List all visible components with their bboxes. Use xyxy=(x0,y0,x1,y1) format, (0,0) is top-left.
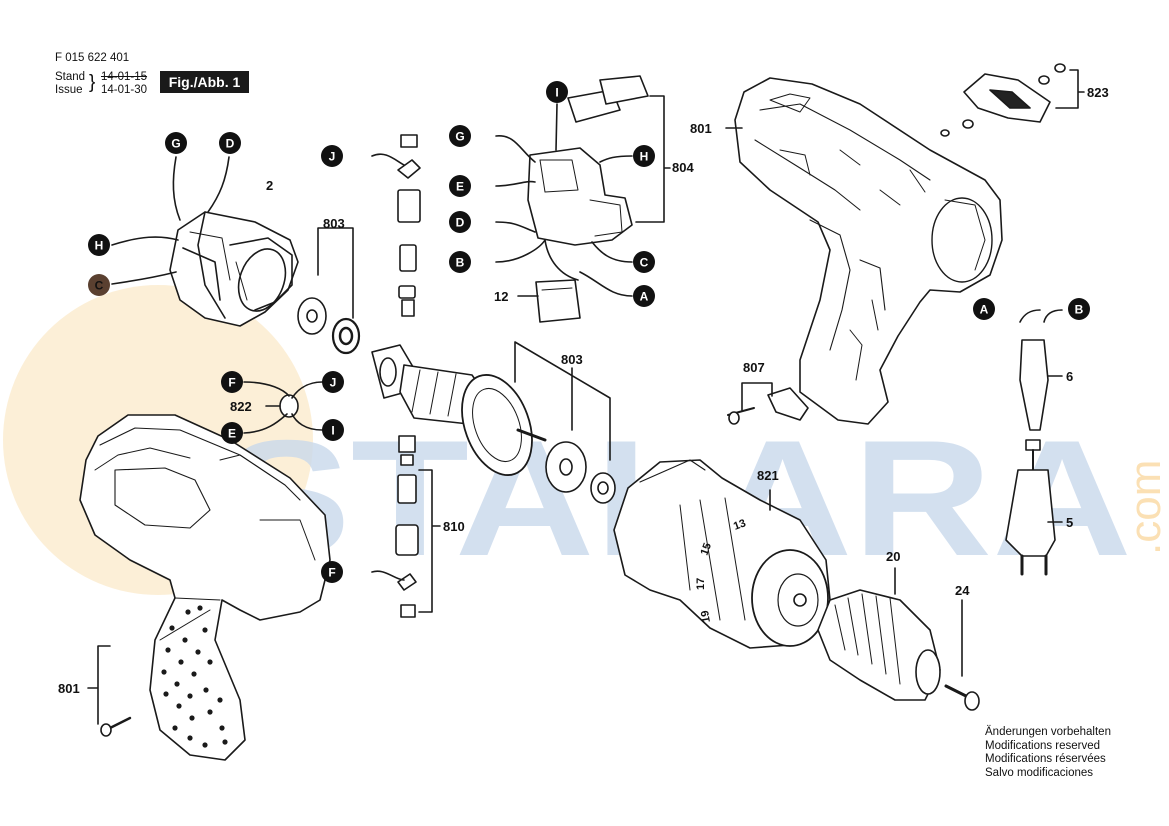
label-cord: 6 xyxy=(1066,369,1073,384)
note-de: Änderungen vorbehalten xyxy=(985,726,1111,738)
gear-mark-2: 15 xyxy=(699,541,714,557)
callout-f-lead-label: F xyxy=(228,376,235,390)
callout-a-cord xyxy=(973,298,995,320)
callout-i-lead-label: I xyxy=(331,424,334,438)
right-housing-part xyxy=(734,77,1003,425)
stand-date: 14-01-15 xyxy=(101,71,148,83)
part-number: F 015 622 401 xyxy=(55,52,130,64)
callout-i-switch xyxy=(546,81,568,103)
callout-i-lead xyxy=(322,419,344,441)
callout-c-motor-label: C xyxy=(95,279,104,293)
cord-part xyxy=(1019,309,1063,471)
label-screw: 24 xyxy=(955,583,970,598)
callout-c-switch xyxy=(633,251,655,273)
label-clamp: 807 xyxy=(743,360,765,375)
callout-e-switch-label: E xyxy=(456,180,464,194)
callout-g-switch-label: G xyxy=(455,130,464,144)
callout-b-switch xyxy=(449,251,471,273)
brush-column xyxy=(395,134,421,618)
label-brush-set: 810 xyxy=(443,519,465,534)
watermark-suffix: .com xyxy=(1121,460,1169,555)
callout-g-switch xyxy=(449,125,471,147)
label-bearing-mid: 803 xyxy=(561,352,583,367)
label-switch: 804 xyxy=(672,160,694,175)
callout-h-switch-label: H xyxy=(640,150,649,164)
gear-mark-1: 13 xyxy=(732,517,748,532)
callout-a-switch-label: A xyxy=(640,290,649,304)
label-housing-left: 801 xyxy=(58,681,80,696)
label-battery-cover: 823 xyxy=(1087,85,1109,100)
callout-d-motor xyxy=(219,132,241,154)
callout-j-lead xyxy=(322,371,344,393)
callout-a-cord-label: A xyxy=(980,303,989,317)
grip-dots xyxy=(161,605,228,748)
figure-label: Fig./Abb. 1 xyxy=(160,71,249,93)
callout-g-motor xyxy=(165,132,187,154)
plug-part xyxy=(1005,469,1056,576)
callout-e-switch xyxy=(449,175,471,197)
brace: } xyxy=(89,72,96,93)
housing-screw xyxy=(100,716,132,737)
callout-h-motor-label: H xyxy=(95,239,104,253)
callout-h-motor xyxy=(88,234,110,256)
clamp-part xyxy=(727,387,809,425)
callout-f-brush-label: F xyxy=(328,566,335,580)
callout-j-brush-label: J xyxy=(329,150,336,164)
callout-d-switch-label: D xyxy=(456,216,465,230)
stator-part xyxy=(169,211,299,327)
label-gearbox: 821 xyxy=(757,468,779,483)
callout-d-motor-label: D xyxy=(226,137,235,151)
switch-part xyxy=(527,75,649,323)
label-stator: 2 xyxy=(266,178,273,193)
note-en: Modifications reserved xyxy=(985,739,1101,752)
callout-c-switch-label: C xyxy=(640,256,649,270)
callout-e-lead xyxy=(221,422,243,444)
callout-g-motor-label: G xyxy=(171,137,180,151)
note-es: Salvo modificaciones xyxy=(985,766,1094,779)
issue-date: 14-01-30 xyxy=(101,84,148,96)
label-plug: 5 xyxy=(1066,515,1073,530)
left-housing-part xyxy=(79,414,331,761)
chuck-part xyxy=(817,589,941,701)
callout-c-motor xyxy=(88,274,110,296)
bearing-803-mid xyxy=(545,441,616,504)
callout-i-switch-label: I xyxy=(555,86,558,100)
label-switch-base: 12 xyxy=(494,289,508,304)
callout-f-brush xyxy=(321,561,343,583)
callout-d-switch xyxy=(449,211,471,233)
callout-b-cord-label: B xyxy=(1075,303,1084,317)
callout-j-lead-label: J xyxy=(330,376,337,390)
callout-b-cord xyxy=(1068,298,1090,320)
callout-b-switch-label: B xyxy=(456,256,465,270)
note-fr: Modifications réservées xyxy=(985,753,1106,765)
callout-e-lead-label: E xyxy=(228,427,236,441)
modification-notes: Änderungen vorbehalten Modifications res… xyxy=(985,726,1111,780)
stand-label: Stand xyxy=(55,71,86,83)
label-bearing-top: 803 xyxy=(323,216,345,231)
callout-j-brush xyxy=(321,145,343,167)
label-chuck: 20 xyxy=(886,549,900,564)
label-suppressor: 822 xyxy=(230,399,252,414)
gear-mark-4: 19 xyxy=(699,609,713,623)
armature-part xyxy=(371,344,547,476)
callout-h-switch xyxy=(633,145,655,167)
gear-mark-3: 17 xyxy=(695,578,707,590)
battery-cover-part xyxy=(940,63,1066,137)
issue-label: Issue xyxy=(55,84,83,96)
screw-part xyxy=(944,684,980,711)
callout-a-switch xyxy=(633,285,655,307)
gearbox-part xyxy=(613,459,831,649)
callout-f-lead xyxy=(221,371,243,393)
label-housing-right: 801 xyxy=(690,121,712,136)
suppressor-part xyxy=(243,381,323,434)
bearing-803-top xyxy=(297,297,361,355)
